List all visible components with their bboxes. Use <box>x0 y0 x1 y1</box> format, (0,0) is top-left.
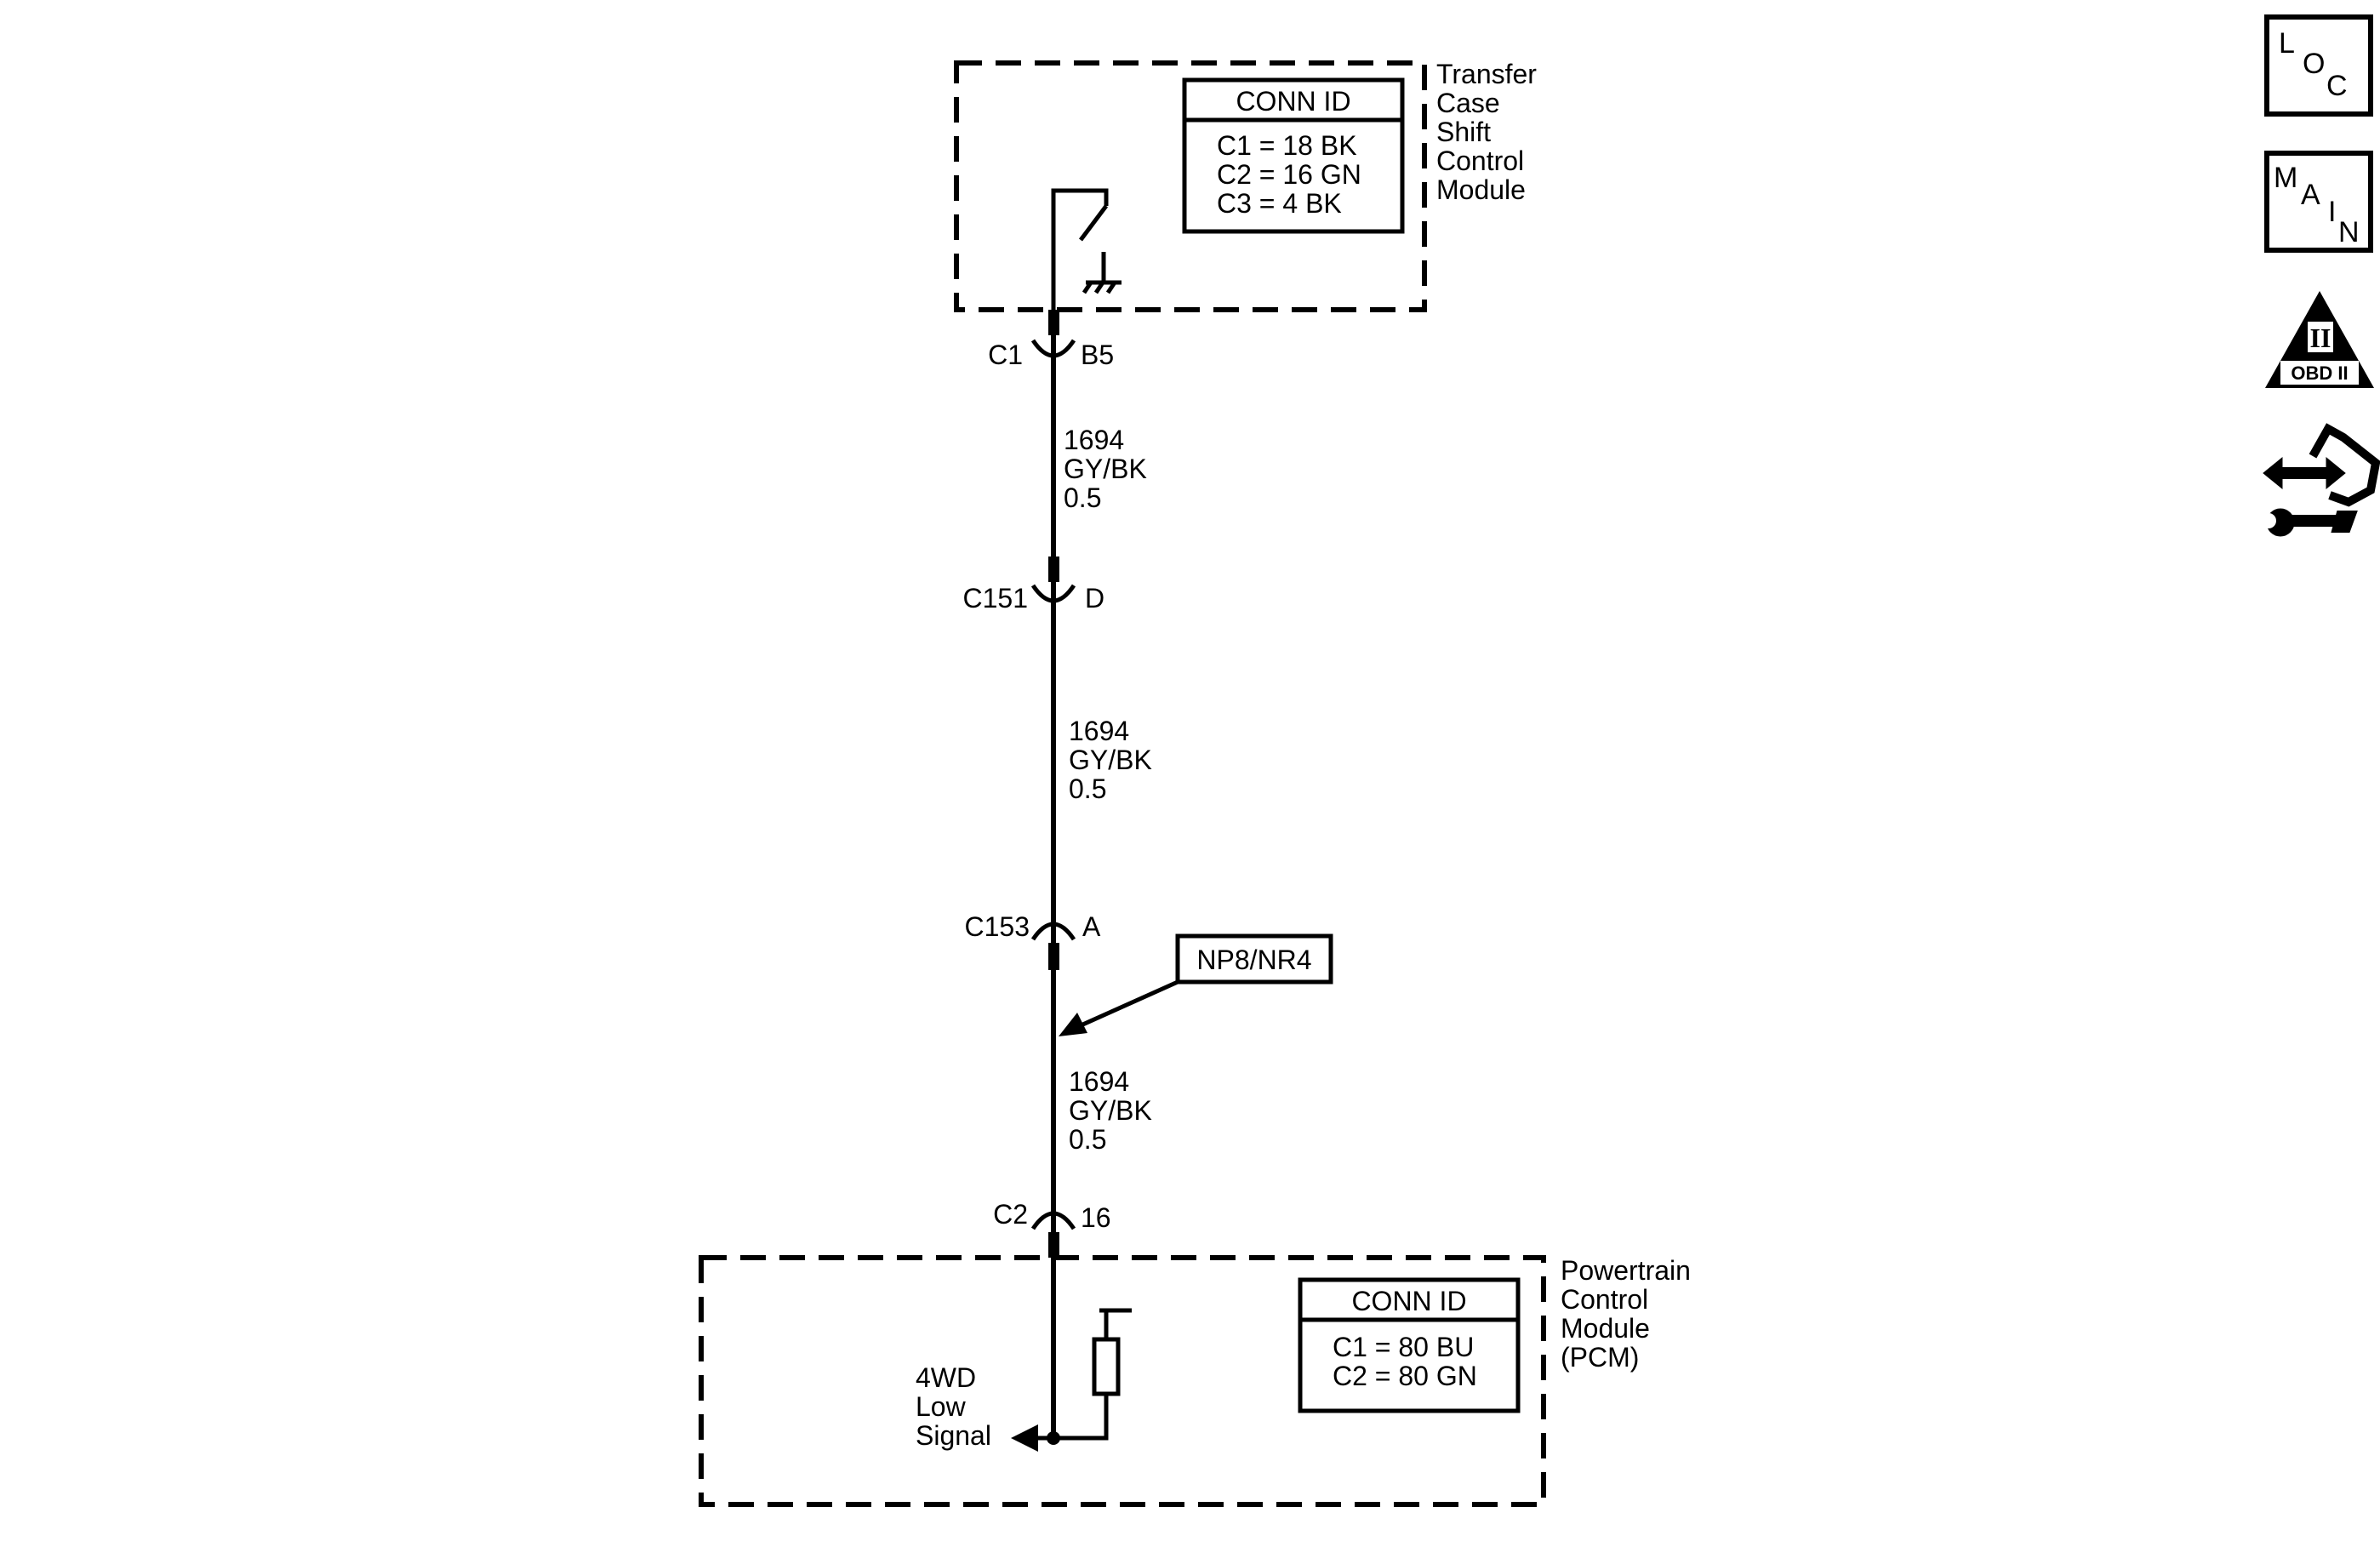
connector-pin: 16 <box>1081 1202 1111 1233</box>
svg-text:I: I <box>2328 196 2336 228</box>
conn-id-entry: C2 = 16 GN <box>1217 159 1361 190</box>
svg-text:N: N <box>2338 216 2360 248</box>
signal-label-line: Signal <box>916 1420 991 1451</box>
svg-text:A: A <box>2301 179 2320 211</box>
connector-c1: C1 B5 <box>988 310 1114 370</box>
svg-text:0.5: 0.5 <box>1069 1124 1106 1155</box>
module-name-line: Shift <box>1436 117 1491 147</box>
conn-id-box: CONN ID C1 = 18 BK C2 = 16 GN C3 = 4 BK <box>1182 77 1405 234</box>
svg-text:C: C <box>2326 70 2348 102</box>
svg-text:L: L <box>2279 27 2295 60</box>
module-name-line: Control <box>1561 1284 1648 1315</box>
conn-id-entry: C2 = 80 GN <box>1333 1361 1477 1391</box>
module-name-line: Control <box>1436 146 1524 176</box>
powertrain-control-module: Powertrain Control Module (PCM) CONN ID … <box>699 1255 1691 1507</box>
connector-id: C1 <box>988 340 1023 370</box>
connector-id: C153 <box>965 911 1030 942</box>
module-name-line: Powertrain <box>1561 1255 1691 1286</box>
signal-label-line: Low <box>916 1391 967 1422</box>
conn-id-entry: C3 = 4 BK <box>1217 188 1342 219</box>
connector-c151: C151 D <box>963 557 1104 614</box>
pull-up-resistor-symbol <box>1053 1308 1132 1441</box>
conn-id-box: CONN ID C1 = 80 BU C2 = 80 GN <box>1298 1277 1521 1413</box>
wire-label: 1694 GY/BK 0.5 <box>1064 425 1147 513</box>
connector-pin: D <box>1085 583 1104 614</box>
obd-ii-icon[interactable]: II OBD II <box>2265 291 2374 388</box>
arrow-head-icon <box>1059 1013 1087 1036</box>
svg-text:II: II <box>2310 323 2331 353</box>
conn-id-title: CONN ID <box>1351 1286 1466 1316</box>
module-name-line: Case <box>1436 88 1500 118</box>
connector-pin: A <box>1082 911 1101 942</box>
svg-text:GY/BK: GY/BK <box>1069 745 1152 775</box>
svg-text:1694: 1694 <box>1069 1066 1129 1097</box>
transfer-case-shift-control-module: Transfer Case Shift Control Module CONN … <box>954 59 1537 317</box>
wire-label: 1694 GY/BK 0.5 <box>1069 1066 1152 1155</box>
option-label: NP8/NR4 <box>1196 945 1311 975</box>
connector-id: C2 <box>993 1199 1028 1230</box>
module-name-line: (PCM) <box>1561 1342 1639 1373</box>
svg-text:GY/BK: GY/BK <box>1064 454 1147 484</box>
conn-id-title: CONN ID <box>1236 86 1350 117</box>
loc-icon[interactable]: L O C <box>2264 14 2373 117</box>
conn-id-entry: C1 = 18 BK <box>1217 130 1357 161</box>
svg-text:0.5: 0.5 <box>1069 773 1106 804</box>
switch-to-ground-symbol <box>1051 188 1122 317</box>
connector-id: C151 <box>963 583 1029 614</box>
connector-c153: C153 A <box>965 911 1101 970</box>
module-name-line: Transfer <box>1436 59 1537 89</box>
svg-text:1694: 1694 <box>1069 716 1129 746</box>
svg-text:0.5: 0.5 <box>1064 482 1101 513</box>
svg-text:O: O <box>2303 48 2325 80</box>
signal-label-line: 4WD <box>916 1362 976 1393</box>
connector-pin: B5 <box>1081 340 1114 370</box>
wire-label: 1694 GY/BK 0.5 <box>1069 716 1152 804</box>
connector-c2: C2 16 <box>993 1199 1111 1258</box>
troubleshooting-wrench-icon[interactable] <box>2261 423 2380 537</box>
option-callout: NP8/NR4 <box>1059 933 1333 1036</box>
module-boundary-dashed <box>954 60 1427 312</box>
conn-id-entry: C1 = 80 BU <box>1333 1332 1474 1362</box>
main-icon[interactable]: M A I N <box>2264 151 2373 253</box>
module-name-line: Module <box>1436 174 1526 205</box>
svg-text:M: M <box>2274 162 2297 194</box>
svg-text:1694: 1694 <box>1064 425 1124 455</box>
signal-arrow-icon <box>1011 1424 1038 1452</box>
svg-text:GY/BK: GY/BK <box>1069 1095 1152 1126</box>
svg-text:OBD II: OBD II <box>2291 362 2348 384</box>
module-boundary-dashed <box>699 1255 1546 1507</box>
module-name-line: Module <box>1561 1313 1650 1344</box>
